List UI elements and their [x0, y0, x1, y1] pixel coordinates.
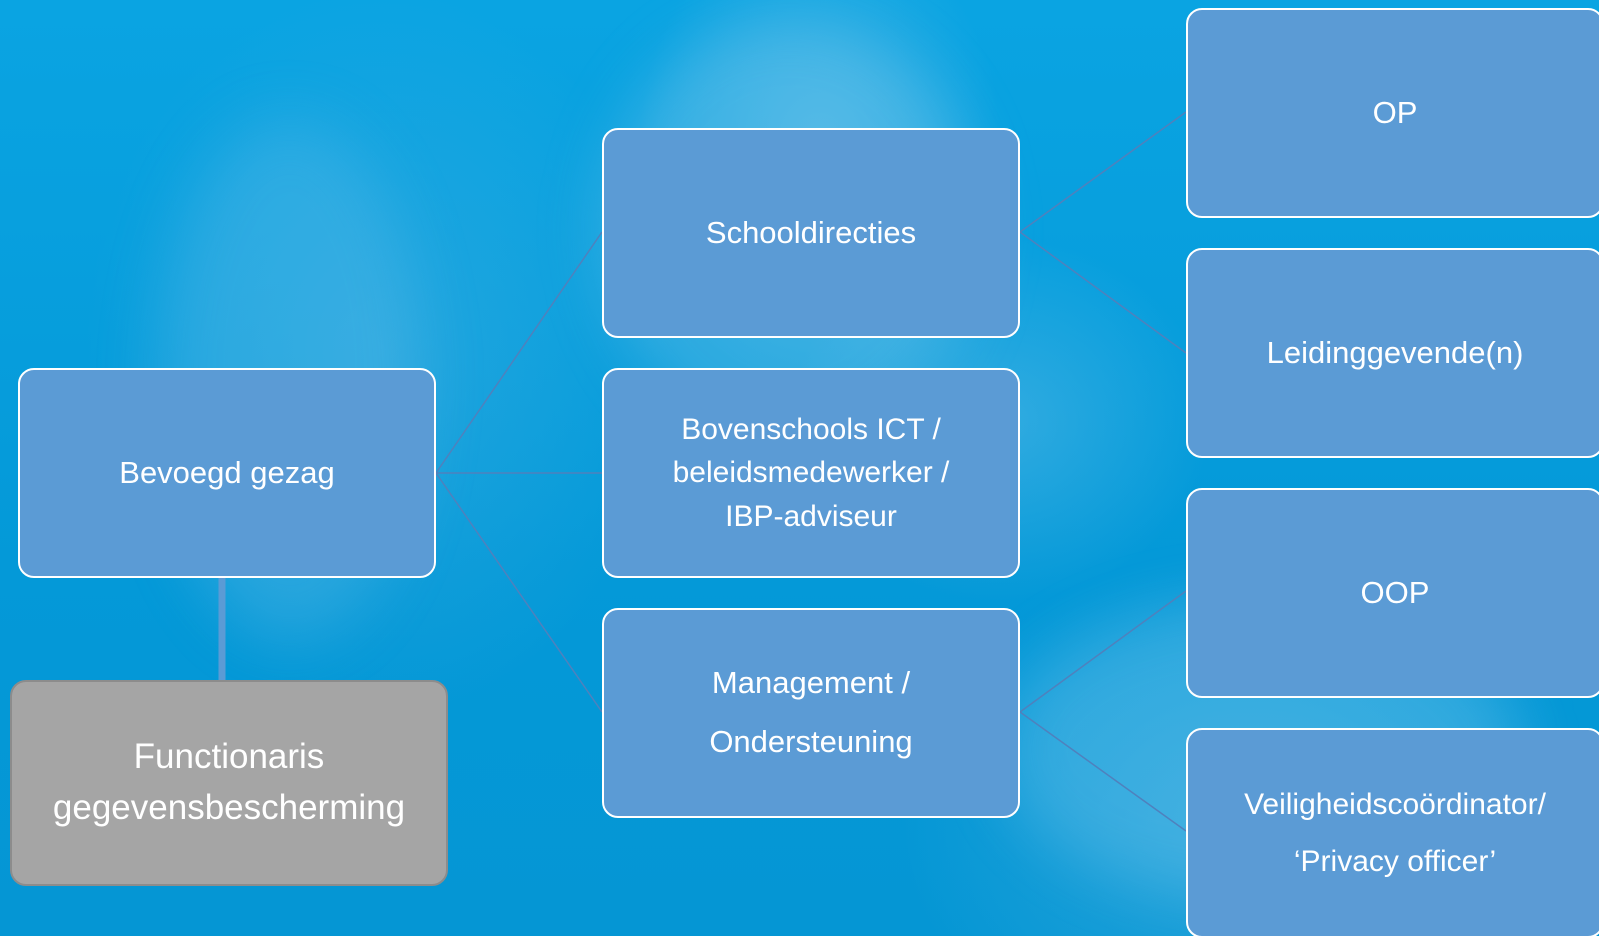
connector-schooldirecties-leidinggevende: [1019, 231, 1187, 354]
node-oop-label: OOP: [1360, 575, 1430, 611]
node-management-ondersteuning: Management / Ondersteuning: [602, 608, 1020, 818]
connector-bevoegd-schooldirecties: [435, 231, 603, 474]
node-bevoegd-gezag-label: Bevoegd gezag: [119, 455, 335, 491]
node-leidinggevende: Leidinggevende(n): [1186, 248, 1599, 458]
node-veiligheidscoordinator: Veiligheidscoördinator/ ‘Privacy officer…: [1186, 728, 1599, 936]
node-op-label: OP: [1372, 95, 1418, 131]
node-functionaris-gegevensbescherming: Functionaris gegevensbescherming: [10, 680, 448, 886]
node-veiligheid-label: Veiligheidscoördinator/ ‘Privacy officer…: [1244, 788, 1546, 878]
node-bovenschools-label: Bovenschools ICT / beleidsmedewerker / I…: [672, 412, 950, 533]
node-oop: OOP: [1186, 488, 1599, 698]
node-leidinggevende-label: Leidinggevende(n): [1266, 335, 1524, 371]
connector-schooldirecties-op: [1019, 111, 1187, 233]
connector-management-veiligheid: [1019, 711, 1187, 832]
node-schooldirecties: Schooldirecties: [602, 128, 1020, 338]
node-schooldirecties-label: Schooldirecties: [705, 215, 917, 251]
node-management-label: Management / Ondersteuning: [709, 665, 913, 759]
node-op: OP: [1186, 8, 1599, 218]
node-bovenschools: Bovenschools ICT / beleidsmedewerker / I…: [602, 368, 1020, 578]
node-functionaris-label: Functionaris gegevensbescherming: [52, 737, 406, 827]
node-bevoegd-gezag: Bevoegd gezag: [18, 368, 436, 578]
connector-management-oop: [1019, 590, 1187, 713]
connector-bevoegd-management: [435, 472, 603, 713]
